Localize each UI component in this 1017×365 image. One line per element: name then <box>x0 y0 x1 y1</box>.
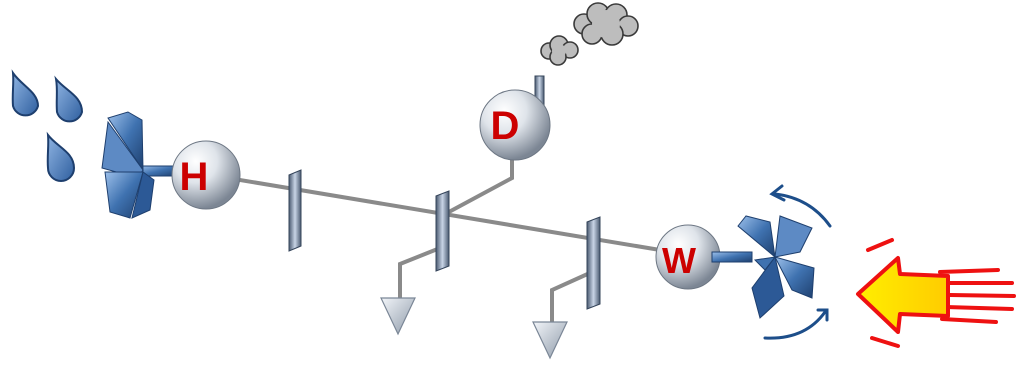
ground-branch-left <box>380 246 441 336</box>
node-d: D <box>479 89 551 161</box>
ground-arrow-icon <box>532 321 568 360</box>
node-h-label: H <box>180 155 209 199</box>
node-d-label: D <box>491 104 520 148</box>
bearing-plate-left <box>288 169 302 252</box>
node-w-label: W <box>662 240 696 281</box>
bearing-plate-center <box>435 190 450 272</box>
node-w: W <box>655 224 721 290</box>
turbine-right <box>711 215 815 319</box>
water-drops-icon <box>11 69 84 182</box>
smoke-cloud-icon <box>540 2 639 66</box>
main-shaft <box>209 173 691 257</box>
d-branch-line <box>446 155 514 215</box>
turbine-left <box>101 111 177 219</box>
bearing-plate-right <box>586 216 601 310</box>
heat-arrow-icon <box>856 238 1016 348</box>
ground-branch-right <box>532 270 593 360</box>
node-h: H <box>171 140 241 210</box>
ground-arrow-icon <box>380 297 416 336</box>
rotation-arrows-icon <box>763 184 832 340</box>
